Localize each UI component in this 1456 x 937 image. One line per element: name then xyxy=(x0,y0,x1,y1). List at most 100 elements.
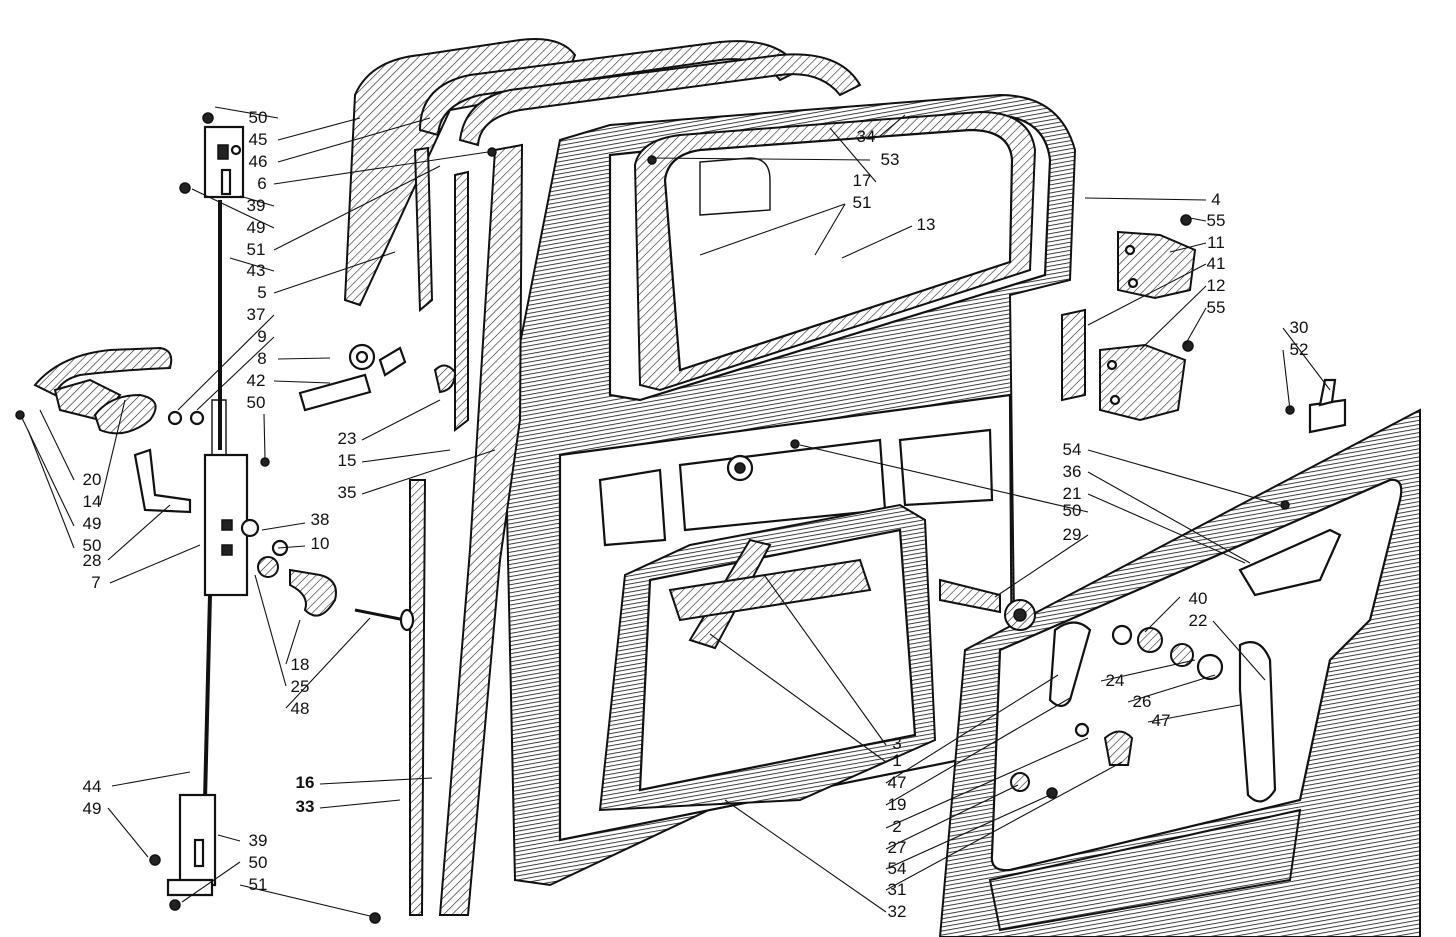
part-label-32: 32 xyxy=(888,902,907,921)
part-label-47: 47 xyxy=(1152,711,1171,730)
door-pull-handle xyxy=(1238,641,1277,803)
lock-lever xyxy=(133,448,192,514)
leader-line xyxy=(109,544,201,584)
part-label-50: 50 xyxy=(249,108,268,127)
remote-control-lever xyxy=(298,373,372,412)
bushing xyxy=(1103,730,1134,766)
part-label-38: 38 xyxy=(311,510,330,529)
rear-glass-channel xyxy=(409,479,427,916)
part-label-4: 4 xyxy=(1211,190,1220,209)
part-label-17: 17 xyxy=(853,171,872,190)
part-label-13: 13 xyxy=(917,215,936,234)
part-label-9: 9 xyxy=(257,327,266,346)
part-label-29: 29 xyxy=(1063,525,1082,544)
leader-line xyxy=(651,157,871,161)
part-label-18: 18 xyxy=(291,655,310,674)
part-label-34: 34 xyxy=(857,127,876,146)
leader-line xyxy=(1184,307,1207,346)
part-label-23: 23 xyxy=(338,429,357,448)
leader-line xyxy=(1144,596,1181,633)
window-frame-channel xyxy=(458,53,862,147)
leader-line xyxy=(361,399,441,441)
part-label-14: 14 xyxy=(83,492,102,511)
leader-line xyxy=(1282,327,1331,391)
window-winder-handle xyxy=(1048,621,1092,708)
part-label-54: 54 xyxy=(888,859,907,878)
leader-line xyxy=(1084,197,1207,201)
part-label-52: 52 xyxy=(1290,340,1309,359)
leader-line xyxy=(217,834,241,842)
part-label-53: 53 xyxy=(881,150,900,169)
leader-line xyxy=(285,619,301,665)
leader-line xyxy=(829,127,877,183)
leader-line xyxy=(764,575,887,746)
leader-line xyxy=(229,257,275,272)
part-label-39: 39 xyxy=(247,196,266,215)
leader-line xyxy=(239,195,275,207)
part-label-25: 25 xyxy=(291,677,310,696)
outside-door-handle xyxy=(33,346,173,397)
part-label-51: 51 xyxy=(249,875,268,894)
leader-line xyxy=(1087,449,1281,506)
leader-line xyxy=(107,807,149,858)
door-pivot xyxy=(939,578,1001,614)
leader-line xyxy=(177,314,275,411)
part-label-55: 55 xyxy=(1207,211,1226,230)
leader-line xyxy=(1087,471,1251,564)
part-label-1: 1 xyxy=(892,751,901,770)
leader-line xyxy=(191,188,275,229)
leader-line xyxy=(277,545,306,549)
part-label-31: 31 xyxy=(888,880,907,899)
leader-line xyxy=(239,884,371,917)
lower-hinge xyxy=(1099,343,1187,422)
leader-line xyxy=(361,449,451,463)
part-label-6: 6 xyxy=(257,174,266,193)
leader-line xyxy=(285,617,371,709)
leader-line xyxy=(724,799,887,913)
part-label-33: 33 xyxy=(296,797,315,816)
part-label-42: 42 xyxy=(247,371,266,390)
part-label-51: 51 xyxy=(247,240,266,259)
leader-line xyxy=(273,251,396,294)
leader-line xyxy=(319,777,433,785)
part-label-49: 49 xyxy=(247,218,266,237)
escutcheon-ring xyxy=(1111,624,1133,646)
leader-line xyxy=(799,444,1089,513)
leader-line xyxy=(1100,659,1196,682)
part-label-30: 30 xyxy=(1290,318,1309,337)
leader-line xyxy=(273,165,441,251)
leader-line xyxy=(111,771,191,787)
leader-line xyxy=(1169,242,1207,253)
glass-run-channel xyxy=(438,143,524,916)
leader-line xyxy=(885,737,1089,829)
part-label-50: 50 xyxy=(1063,501,1082,520)
leader-line xyxy=(1189,217,1207,222)
part-label-50: 50 xyxy=(247,393,266,412)
leader-line xyxy=(196,336,275,411)
leader-line xyxy=(885,761,1123,891)
leader-line xyxy=(27,429,75,549)
part-label-54: 54 xyxy=(1063,440,1082,459)
leader-line xyxy=(107,504,171,561)
leader-line xyxy=(277,357,331,360)
leader-line xyxy=(39,409,75,481)
part-label-51: 51 xyxy=(853,193,872,212)
part-label-35: 35 xyxy=(338,483,357,502)
part-label-49: 49 xyxy=(83,514,102,533)
part-label-49: 49 xyxy=(83,799,102,818)
part-label-37: 37 xyxy=(247,305,266,324)
leader-line xyxy=(885,794,1051,870)
part-label-7: 7 xyxy=(91,573,100,592)
part-label-41: 41 xyxy=(1207,254,1226,273)
leader-line xyxy=(1087,263,1207,326)
leader-line xyxy=(361,449,496,495)
leader-line xyxy=(885,784,1019,850)
part-label-45: 45 xyxy=(249,130,268,149)
part-label-10: 10 xyxy=(311,534,330,553)
part-label-20: 20 xyxy=(83,470,102,489)
leader-line xyxy=(254,574,287,687)
part-label-50: 50 xyxy=(249,853,268,872)
part-label-46: 46 xyxy=(249,152,268,171)
leader-line xyxy=(277,117,431,163)
part-label-15: 15 xyxy=(338,451,357,470)
